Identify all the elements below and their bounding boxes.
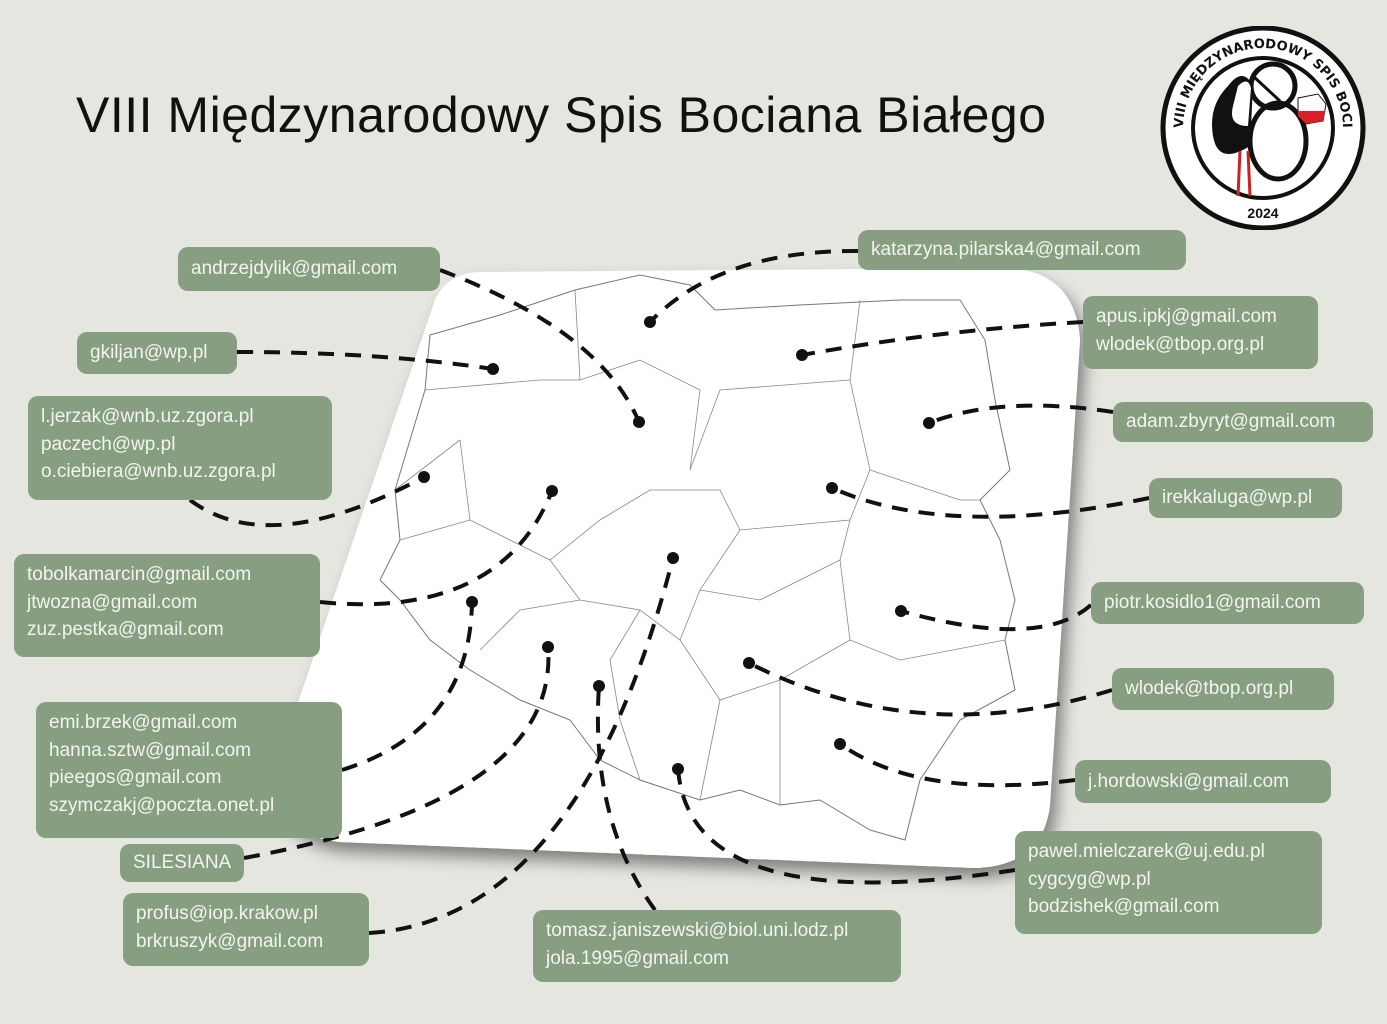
connector-lines <box>188 248 1150 935</box>
page-title: VIII Międzynarodowy Spis Bociana Białego <box>76 87 1047 143</box>
contact-box-apus: apus.ipkj@gmail.com wlodek@tbop.org.pl <box>1083 296 1318 369</box>
region-dot <box>418 471 430 483</box>
connector-kosidlo <box>900 603 1093 632</box>
email-link[interactable]: brkruszyk@gmail.com <box>136 930 324 952</box>
email-link[interactable]: bodzishek@gmail.com <box>1028 896 1220 917</box>
connector-tobolka <box>319 490 554 607</box>
region-dot <box>633 416 645 428</box>
email-link[interactable]: o.ciebiera@wnb.uz.zgora.pl <box>41 461 276 482</box>
region-dot <box>743 657 755 669</box>
connector-katarzyna <box>648 248 859 324</box>
census-logo: VIII MIĘDZYNARODOWY SPIS BOCIANA BIAŁEGO… <box>1158 26 1366 230</box>
contact-box-profus: profus@iop.krakow.pl brkruszyk@gmail.com <box>123 893 369 966</box>
email-link[interactable]: irekkaluga@wp.pl <box>1162 487 1313 508</box>
email-link[interactable]: hanna.sztw@gmail.com <box>49 739 251 761</box>
email-link[interactable]: adam.zbyryt@gmail.com <box>1126 411 1336 432</box>
email-link[interactable]: emi.brzek@gmail.com <box>49 712 238 733</box>
organization-label: SILESIANA <box>133 852 232 873</box>
contact-box-zbyryt: adam.zbyryt@gmail.com <box>1113 402 1373 442</box>
contact-box-emi: emi.brzek@gmail.com hanna.sztw@gmail.com p… <box>36 702 342 838</box>
email-link[interactable]: wlodek@tbop.org.pl <box>1125 678 1294 699</box>
email-link[interactable]: andrzejdylik@gmail.com <box>191 258 398 279</box>
email-link[interactable]: apus.ipkj@gmail.com <box>1096 306 1277 327</box>
region-dot <box>487 363 499 375</box>
email-link[interactable]: gkiljan@wp.pl <box>90 342 208 363</box>
connector-mielczarek <box>676 768 1016 885</box>
email-link[interactable]: j.hordowski@gmail.com <box>1088 771 1289 792</box>
connector-gkiljan <box>236 350 494 371</box>
region-dot <box>667 552 679 564</box>
contact-box-irekkaluga: irekkaluga@wp.pl <box>1149 478 1342 518</box>
email-link[interactable]: jtwozna@gmail.com <box>27 591 198 613</box>
connector-silesiana <box>243 646 551 860</box>
contact-box-silesiana: SILESIANA <box>120 844 244 882</box>
region-dot <box>542 641 554 653</box>
region-dot <box>546 485 558 497</box>
connector-hordowski <box>838 742 1076 788</box>
poland-outline <box>379 274 1016 841</box>
email-link[interactable]: paczech@wp.pl <box>41 433 176 455</box>
region-dots <box>418 316 935 775</box>
email-link[interactable]: szymczakj@poczta.onet.pl <box>49 794 275 816</box>
contact-box-jerzak: l.jerzak@wnb.uz.zgora.pl paczech@wp.pl o.c… <box>28 396 332 500</box>
region-dot <box>826 482 838 494</box>
email-link[interactable]: jola.1995@gmail.com <box>546 947 729 969</box>
region-dot <box>834 738 846 750</box>
connector-wlodek2 <box>748 661 1113 717</box>
contact-box-janiszewski: tomasz.janiszewski@biol.uni.lodz.pl jola.… <box>533 910 901 982</box>
email-link[interactable]: katarzyna.pilarska4@gmail.com <box>871 239 1141 260</box>
region-dot <box>923 417 935 429</box>
contact-box-andrzejdylik: andrzejdylik@gmail.com <box>178 247 440 291</box>
connector-andrzejdylik <box>439 268 641 423</box>
region-dot <box>796 349 808 361</box>
region-dot <box>895 605 907 617</box>
contact-box-mielczarek: pawel.mielczarek@uj.edu.pl cygcyg@wp.pl bo… <box>1015 831 1322 934</box>
email-link[interactable]: pieegos@gmail.com <box>49 767 222 788</box>
email-link[interactable]: profus@iop.krakow.pl <box>136 903 318 924</box>
region-dot <box>672 763 684 775</box>
connector-emi <box>341 601 474 772</box>
region-dot <box>466 596 478 608</box>
region-dot <box>644 316 656 328</box>
email-link[interactable]: zuz.pestka@gmail.com <box>27 619 224 640</box>
email-link[interactable]: pawel.mielczarek@uj.edu.pl <box>1028 841 1265 862</box>
contact-box-kosidlo: piotr.kosidlo1@gmail.com <box>1091 582 1364 624</box>
email-link[interactable]: piotr.kosidlo1@gmail.com <box>1104 592 1321 613</box>
email-link[interactable]: cygcyg@wp.pl <box>1028 868 1151 890</box>
connector-profus <box>368 557 675 935</box>
logo-year: 2024 <box>1247 205 1278 221</box>
connector-apus <box>801 320 1084 357</box>
email-link[interactable]: wlodek@tbop.org.pl <box>1096 333 1265 355</box>
email-link[interactable]: l.jerzak@wnb.uz.zgora.pl <box>41 406 254 427</box>
contact-box-katarzyna: katarzyna.pilarska4@gmail.com <box>858 230 1186 270</box>
email-link[interactable]: tomasz.janiszewski@biol.uni.lodz.pl <box>546 920 849 941</box>
connector-janiszewski <box>595 685 657 912</box>
contact-box-tobolka: tobolkamarcin@gmail.com jtwozna@gmail.com… <box>14 554 320 657</box>
connector-zbyryt <box>928 403 1114 425</box>
contact-box-wlodek2: wlodek@tbop.org.pl <box>1112 668 1334 710</box>
contact-box-gkiljan: gkiljan@wp.pl <box>77 332 237 374</box>
map-card <box>274 268 1080 868</box>
email-link[interactable]: tobolkamarcin@gmail.com <box>27 564 252 585</box>
region-dot <box>593 680 605 692</box>
contact-box-hordowski: j.hordowski@gmail.com <box>1075 760 1331 803</box>
voivodeship-borders <box>394 289 1006 805</box>
